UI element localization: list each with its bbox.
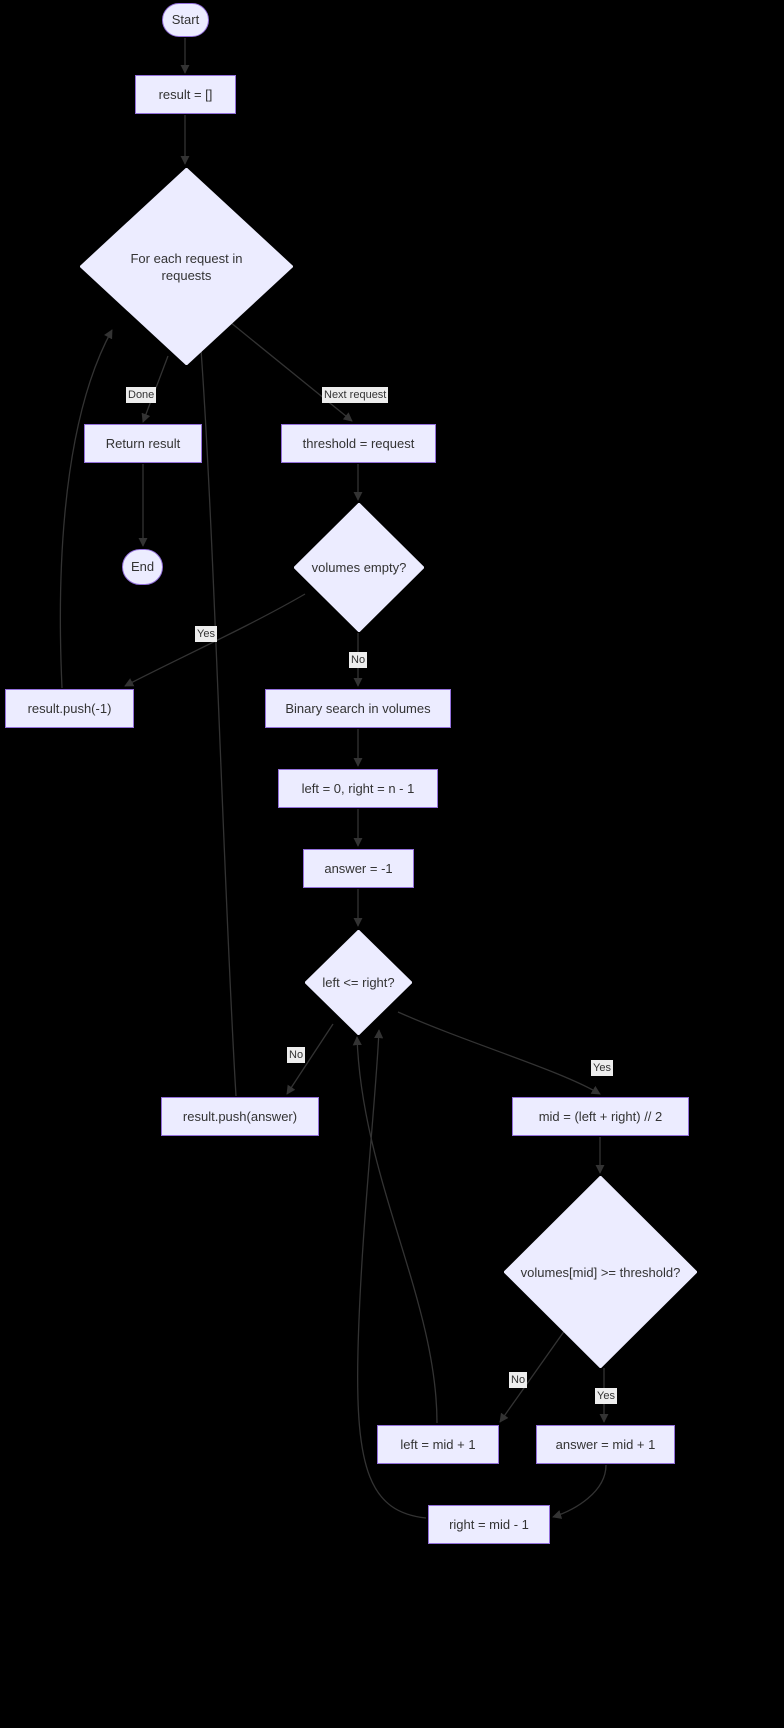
edge-label-no-volumes-mid: No bbox=[509, 1372, 528, 1388]
node-mid-calc-label: mid = (left + right) // 2 bbox=[538, 1108, 663, 1124]
left-le-right-diamond-shape bbox=[305, 930, 412, 1035]
node-start-label: Start bbox=[171, 12, 200, 27]
edge-label-done-text: Done bbox=[128, 389, 155, 401]
node-return-result-label: Return result bbox=[105, 435, 181, 451]
node-left-right-init-label: left = 0, right = n - 1 bbox=[301, 780, 415, 796]
node-right-mid-minus-one[interactable]: right = mid - 1 bbox=[428, 1505, 550, 1544]
volumes-mid-check-diamond-shape bbox=[504, 1176, 697, 1368]
node-mid-calc[interactable]: mid = (left + right) // 2 bbox=[512, 1097, 689, 1136]
edge-label-done: Done bbox=[126, 387, 157, 403]
edge-label-no-volumes-empty-text: No bbox=[351, 654, 366, 666]
edge-label-yes-volumes-mid: Yes bbox=[595, 1388, 617, 1404]
node-left-right-init[interactable]: left = 0, right = n - 1 bbox=[278, 769, 438, 808]
edge-pushanswer-loop bbox=[196, 335, 237, 1097]
volumes-empty-diamond-shape bbox=[294, 503, 424, 632]
node-end-label: End bbox=[130, 559, 155, 574]
edge-label-next-request-text: Next request bbox=[324, 389, 387, 401]
edge-label-no-left-le-right-text: No bbox=[289, 1049, 304, 1061]
edge-label-no-left-le-right: No bbox=[287, 1047, 306, 1063]
edge-label-yes-volumes-empty-text: Yes bbox=[197, 628, 215, 640]
edge-leftmid-leftleright bbox=[352, 1036, 438, 1424]
node-binary-search[interactable]: Binary search in volumes bbox=[265, 689, 451, 728]
node-binary-search-label: Binary search in volumes bbox=[285, 700, 431, 716]
edge-label-yes-volumes-empty: Yes bbox=[195, 626, 217, 642]
node-volumes-mid-check[interactable]: volumes[mid] >= threshold? bbox=[504, 1176, 697, 1368]
node-left-mid-plus-one[interactable]: left = mid + 1 bbox=[377, 1425, 499, 1464]
node-right-mid-minus-one-label: right = mid - 1 bbox=[449, 1516, 529, 1532]
node-threshold[interactable]: threshold = request bbox=[281, 424, 436, 463]
edge-label-yes-volumes-mid-text: Yes bbox=[597, 1390, 615, 1402]
node-push-answer-label: result.push(answer) bbox=[182, 1108, 298, 1124]
node-answer-init[interactable]: answer = -1 bbox=[303, 849, 414, 888]
node-start[interactable]: Start bbox=[162, 3, 209, 37]
node-init-label: result = [] bbox=[158, 86, 213, 102]
node-return-result[interactable]: Return result bbox=[84, 424, 202, 463]
edge-leftleright-midcalc bbox=[397, 1011, 601, 1095]
edge-answermid-rightmid bbox=[552, 1464, 607, 1519]
edge-label-yes-left-le-right-text: Yes bbox=[593, 1062, 611, 1074]
node-push-negative-one-label: result.push(-1) bbox=[27, 700, 112, 716]
edge-label-yes-left-le-right: Yes bbox=[591, 1060, 613, 1076]
node-volumes-empty[interactable]: volumes empty? bbox=[294, 503, 424, 632]
edge-label-no-volumes-mid-text: No bbox=[511, 1374, 526, 1386]
node-push-answer[interactable]: result.push(answer) bbox=[161, 1097, 319, 1136]
loop-diamond-shape bbox=[80, 168, 293, 365]
node-answer-mid-plus-one-label: answer = mid + 1 bbox=[555, 1436, 656, 1452]
node-left-le-right[interactable]: left <= right? bbox=[305, 930, 412, 1035]
edge-pushneg-loop bbox=[59, 329, 113, 689]
node-init[interactable]: result = [] bbox=[135, 75, 236, 114]
edge-label-next-request: Next request bbox=[322, 387, 389, 403]
node-threshold-label: threshold = request bbox=[302, 435, 415, 451]
node-push-negative-one[interactable]: result.push(-1) bbox=[5, 689, 134, 728]
node-answer-init-label: answer = -1 bbox=[324, 860, 393, 876]
node-answer-mid-plus-one[interactable]: answer = mid + 1 bbox=[536, 1425, 675, 1464]
node-end[interactable]: End bbox=[122, 549, 163, 585]
node-left-mid-plus-one-label: left = mid + 1 bbox=[400, 1436, 476, 1452]
edge-label-no-volumes-empty: No bbox=[349, 652, 368, 668]
node-loop[interactable]: For each request in requests bbox=[80, 168, 293, 365]
